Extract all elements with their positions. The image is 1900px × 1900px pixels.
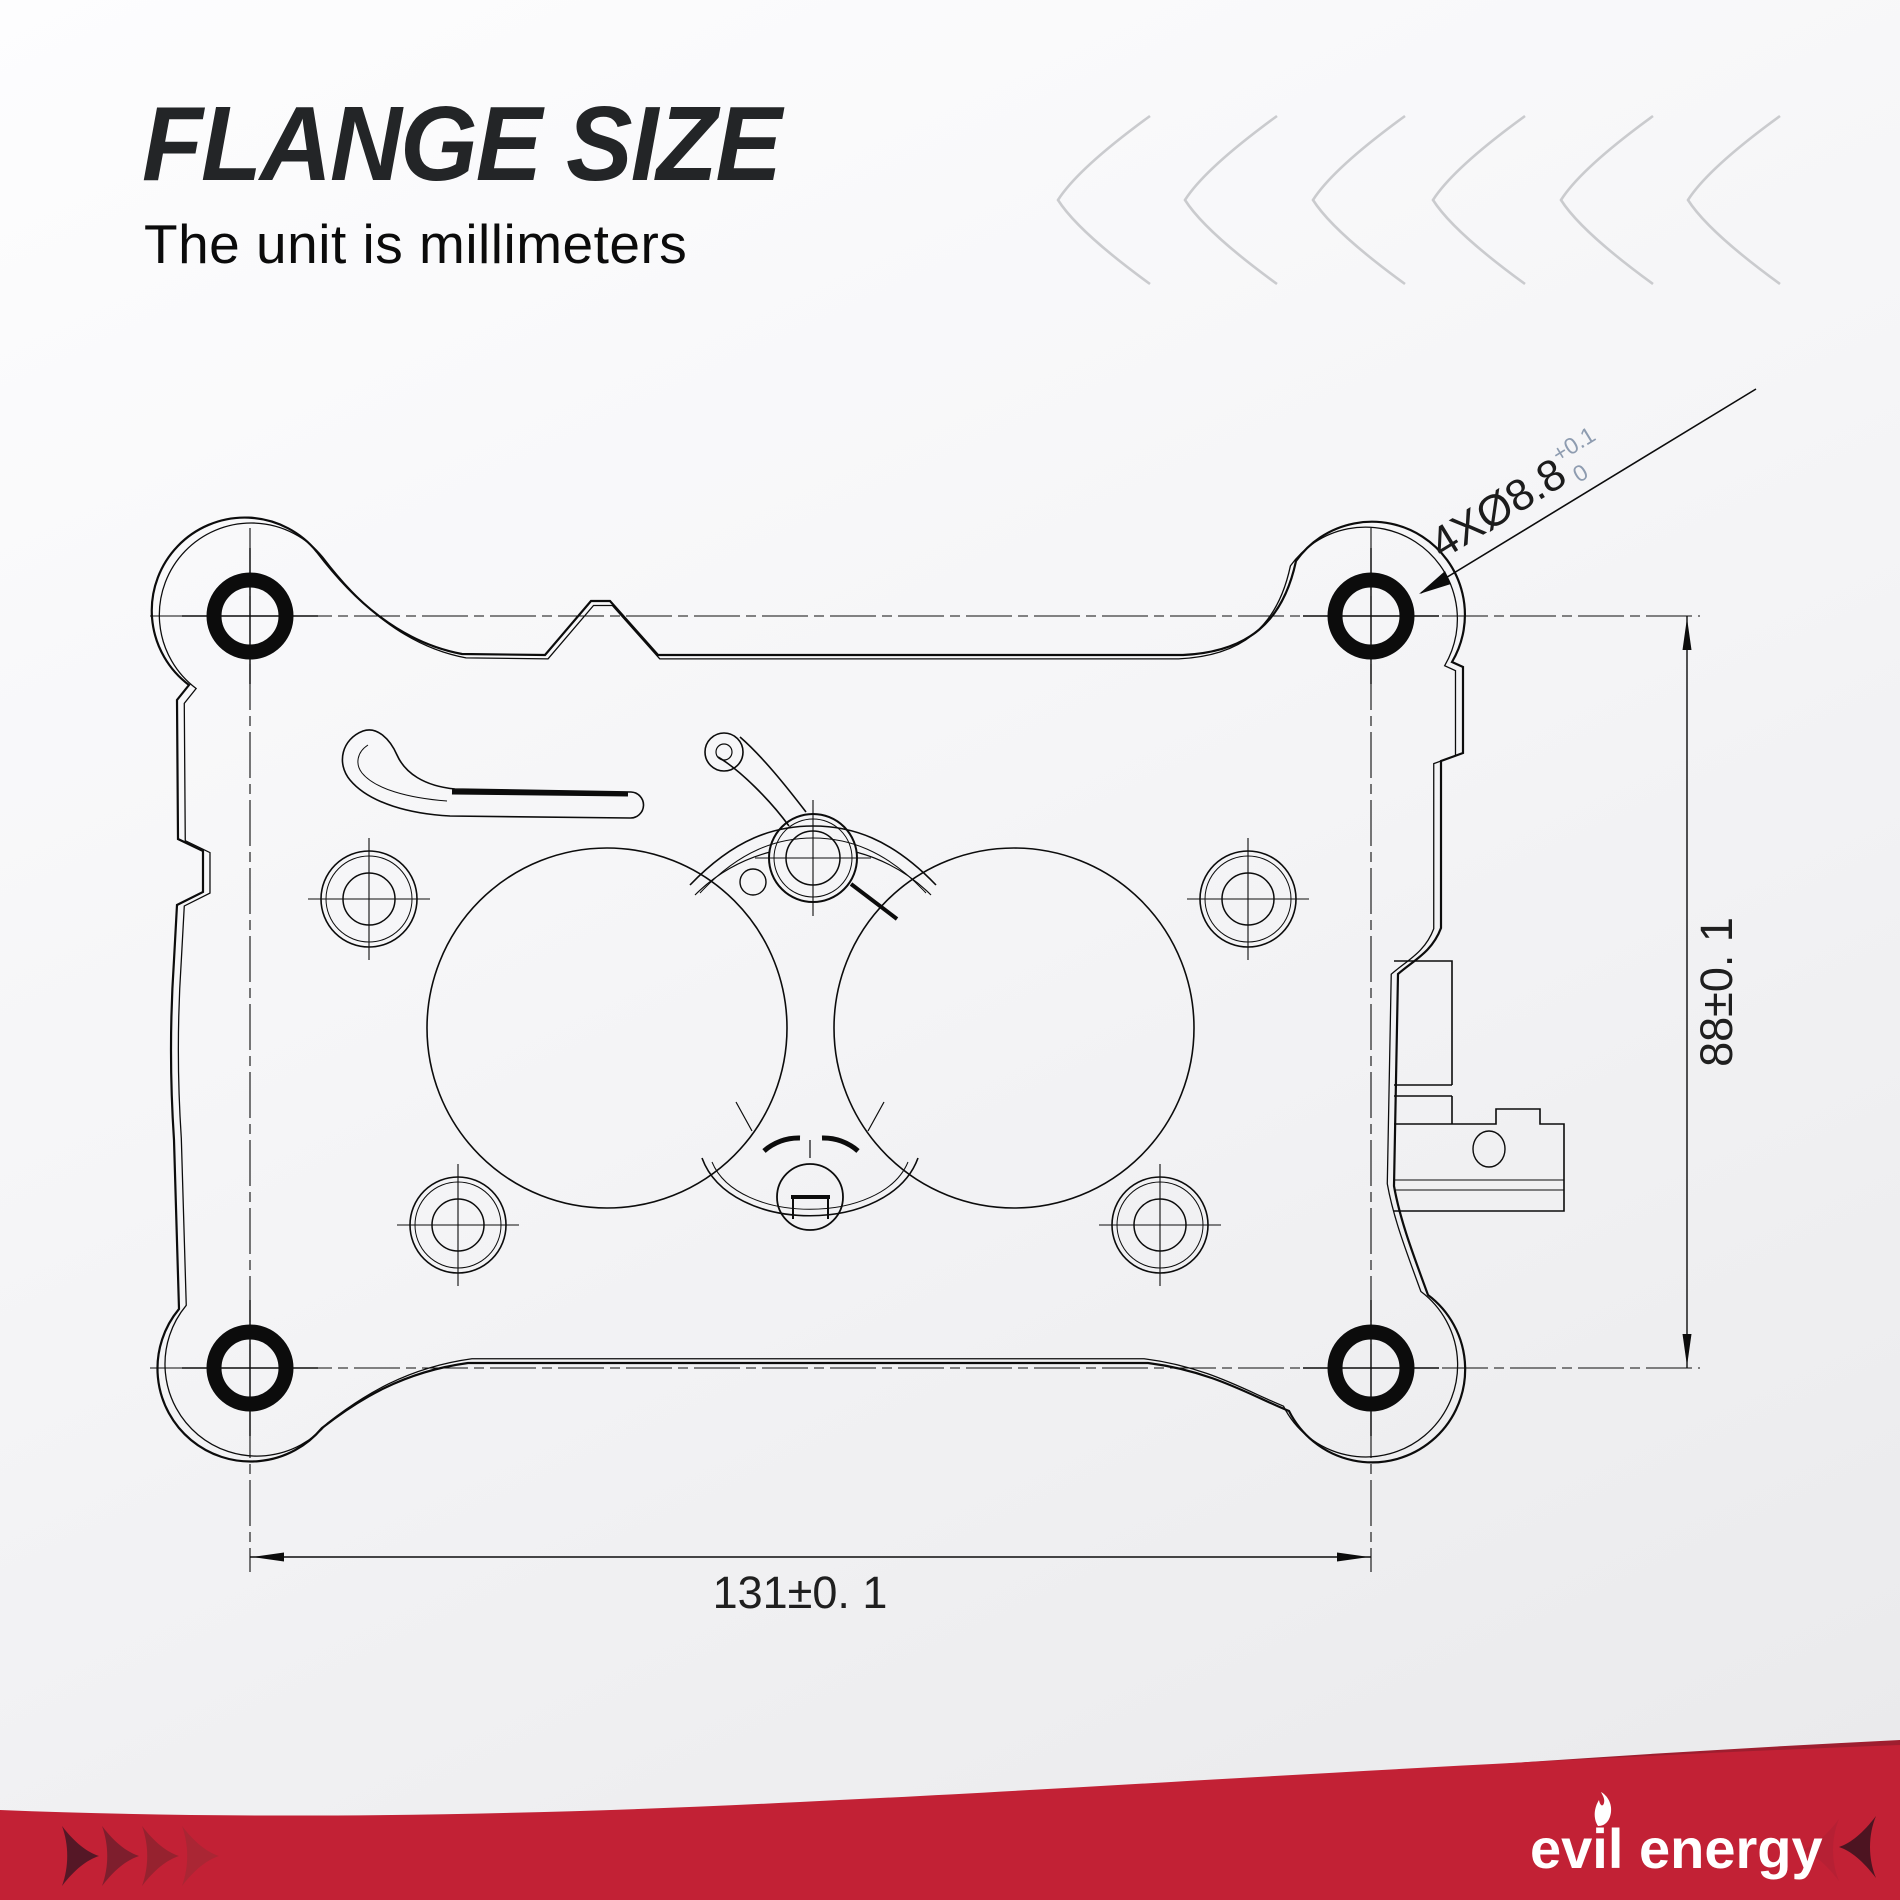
corner-hole-bottom-right	[1303, 1300, 1439, 1436]
dimension-arrow-icon	[1682, 1334, 1692, 1366]
dimension-arrow-icon	[1337, 1552, 1369, 1562]
hole-callout: 4XØ8.8 +0.1 0	[1419, 388, 1757, 594]
secondary-hole-lower-right	[1099, 1164, 1221, 1286]
callout-label: 4XØ8.8	[1422, 449, 1575, 569]
dimension-arrow-icon	[1682, 618, 1692, 650]
height-dimension: 88±0. 1	[1682, 616, 1742, 1368]
leader-line	[1420, 388, 1757, 594]
venturi-bore-right	[833, 847, 1195, 1209]
footer-band-red	[0, 1745, 1900, 1900]
brand-logo: evil energy	[1530, 1817, 1823, 1880]
center-lines	[150, 528, 1700, 1572]
dimension-arrow-icon	[252, 1552, 284, 1562]
footer-band: evil energy	[0, 1740, 1900, 1900]
page-title: FLANGE SIZE	[142, 85, 782, 203]
secondary-hole-upper-right	[1187, 838, 1309, 960]
corner-hole-bottom-left	[182, 1300, 318, 1436]
venturi-bore-left	[426, 847, 788, 1209]
corner-hole-top-left	[182, 548, 318, 684]
secondary-hole-upper-left	[308, 838, 430, 960]
throttle-mechanism-top	[689, 732, 937, 921]
secondary-hole-lower-left	[397, 1164, 519, 1286]
secondary-holes	[308, 838, 1309, 1286]
flange-outline	[150, 516, 1467, 1464]
flange-outline-inner	[158, 522, 1459, 1458]
choke-slot	[341, 729, 645, 819]
corner-hole-top-right	[1303, 548, 1439, 684]
width-dimension-label: 131±0. 1	[713, 1567, 888, 1618]
flame-icon	[1594, 1792, 1612, 1826]
idle-mechanism-bottom	[701, 1101, 919, 1231]
leader-arrow-icon	[1419, 571, 1451, 594]
technical-drawing: 4XØ8.8 +0.1 0 88±0. 1 131±0. 1	[150, 388, 1757, 1618]
width-dimension: 131±0. 1	[250, 1552, 1371, 1618]
corner-holes	[182, 548, 1439, 1436]
callout-tolerance-lower: 0	[1568, 458, 1592, 487]
side-bracket	[1394, 960, 1565, 1212]
page-subtitle: The unit is millimeters	[144, 213, 688, 275]
height-dimension-label: 88±0. 1	[1691, 917, 1742, 1067]
